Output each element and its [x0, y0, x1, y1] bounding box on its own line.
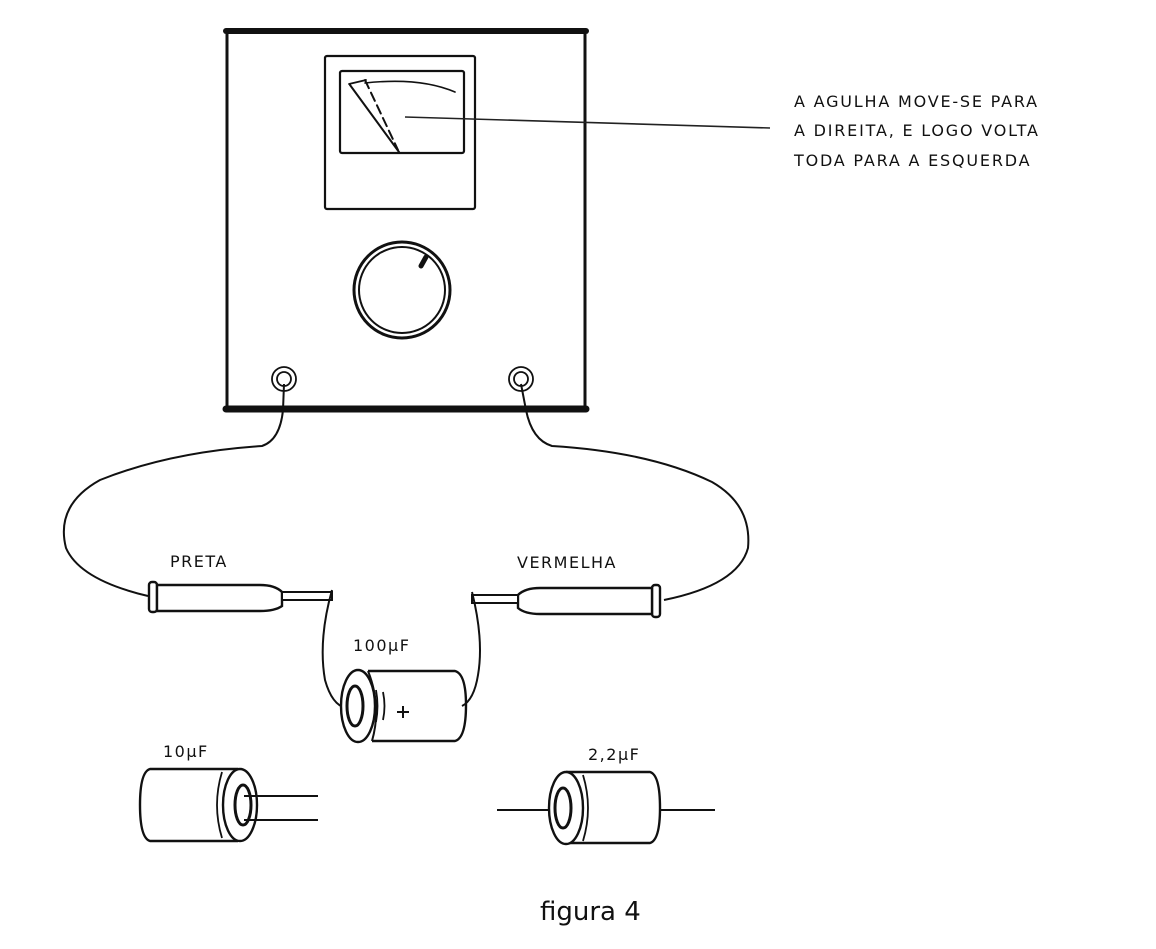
capacitor-100uf-end-hole [345, 684, 365, 728]
probe-red-handle [516, 586, 654, 616]
capacitor-2-2uf-end-cap [547, 770, 585, 846]
capacitor-10uf [138, 767, 318, 843]
probe-black-tip [281, 591, 333, 601]
probe-black [147, 580, 333, 614]
capacitor-100uf-label: 100µF [353, 636, 410, 655]
capacitor-2-2uf-body [566, 770, 662, 845]
capacitor-100uf-lead-right [461, 591, 481, 707]
probe-black-label: PRETA [170, 552, 228, 571]
capacitor-100uf-band [367, 670, 378, 742]
probe-red-tip [471, 594, 519, 604]
knob-outer-ring [352, 240, 452, 340]
annotation-leader-line [404, 116, 771, 129]
capacitor-10uf-body [138, 767, 238, 843]
polarity-plus-icon [397, 706, 409, 718]
probe-red-label: VERMELHA [517, 553, 617, 572]
lead-wire-black [62, 383, 285, 597]
meter-scale-window [338, 69, 466, 155]
capacitor-100uf-body [368, 669, 468, 743]
capacitor-100uf-lead-left [321, 589, 347, 709]
annotation-line-2: A DIREITA, E LOGO VOLTA [794, 121, 1040, 140]
annotation-line-3: TODA PARA A ESQUERDA [793, 151, 1031, 170]
meter-display [323, 54, 477, 211]
figure-caption: figura 4 [540, 897, 641, 927]
meter-needle-deflected [364, 79, 399, 151]
capacitor-10uf-end-cap [221, 767, 259, 843]
meter-needle-rest [349, 84, 400, 153]
capacitor-10uf-end-hole [233, 783, 253, 827]
knob-indicator [418, 254, 429, 269]
capacitor-100uf [321, 589, 481, 744]
meter-scale-arc [364, 80, 456, 93]
multimeter [222, 28, 590, 413]
probe-black-handle [155, 583, 284, 613]
probe-red [471, 583, 662, 619]
selector-knob [352, 240, 452, 340]
annotation-line-1: A AGULHA MOVE-SE PARA [794, 92, 1039, 111]
capacitor-2-2uf-label: 2,2µF [588, 745, 640, 764]
annotation-text: A AGULHA MOVE-SE PARA A DIREITA, E LOGO … [793, 92, 1040, 170]
capacitor-2-2uf-end-hole [553, 786, 573, 830]
meter-needle-stop [348, 79, 367, 85]
capacitor-10uf-label: 10µF [163, 742, 209, 761]
meter-bezel [323, 54, 477, 211]
capacitor-2-2uf [497, 770, 715, 846]
lead-wire-red [520, 383, 750, 601]
multimeter-case [225, 28, 587, 410]
test-leads [62, 383, 750, 601]
knob-inner-ring [358, 246, 446, 334]
